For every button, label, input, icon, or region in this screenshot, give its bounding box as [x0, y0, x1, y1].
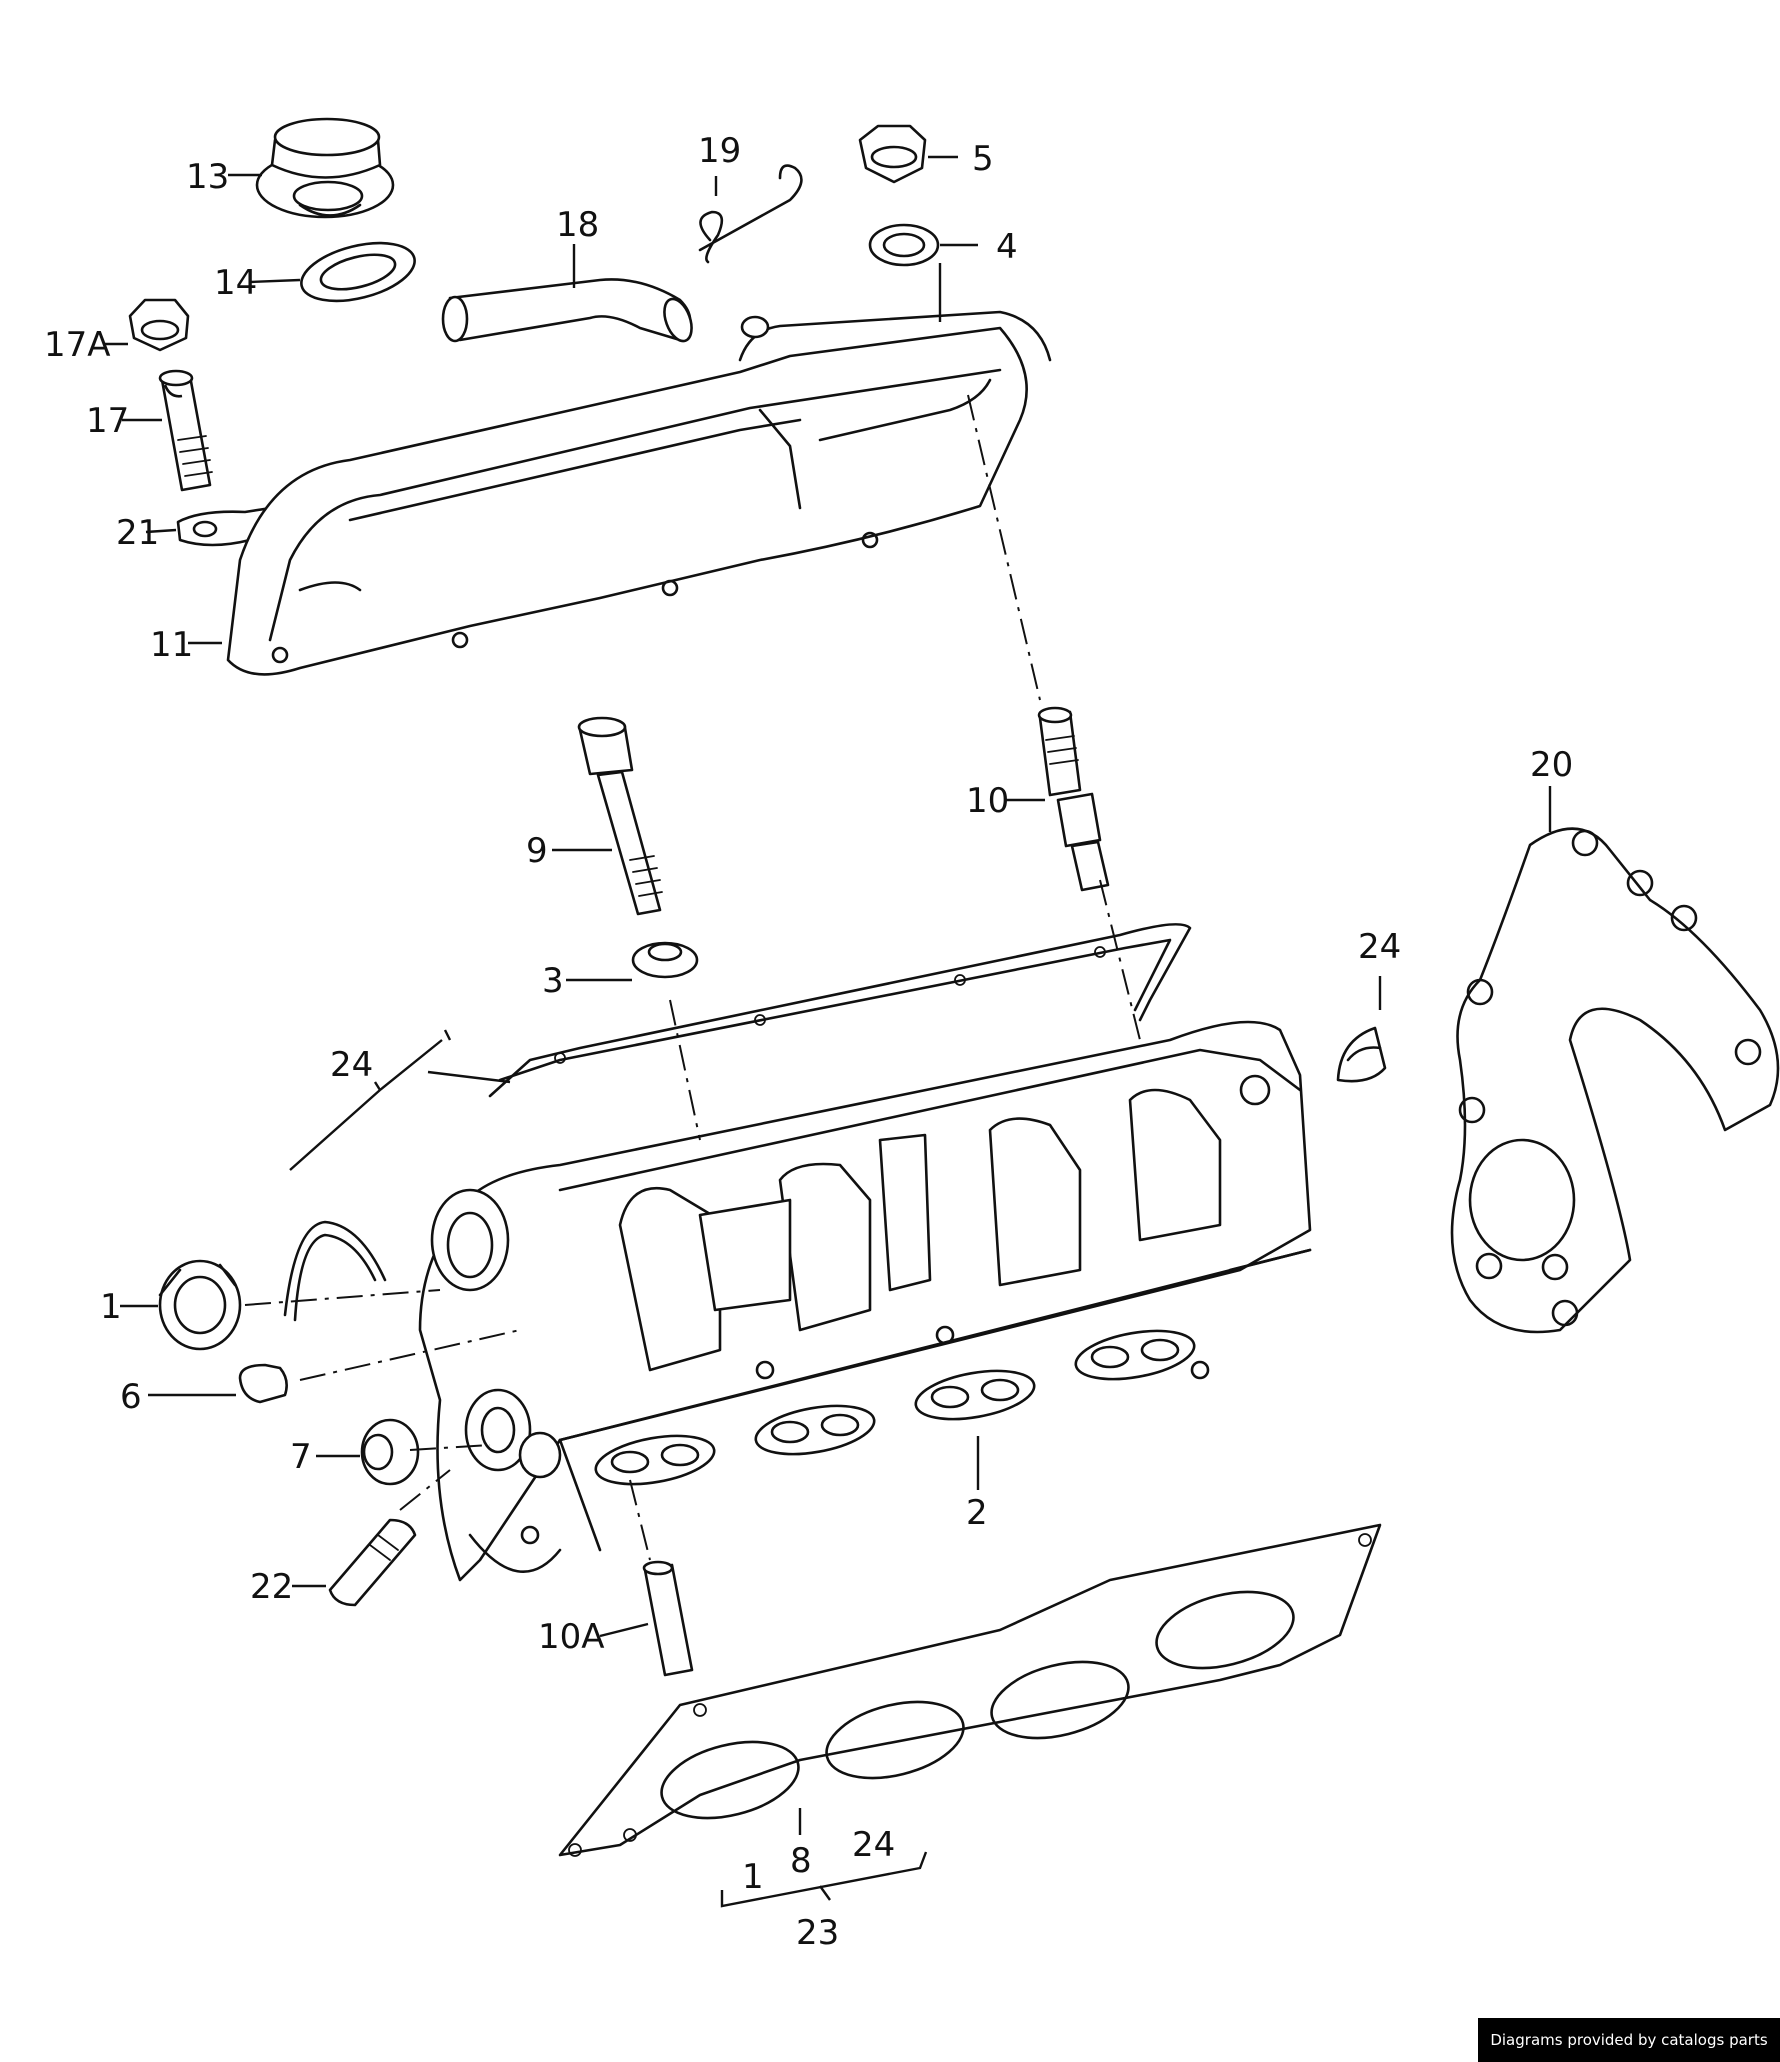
cylinder-head-part	[418, 1020, 1312, 1582]
label-6: 6	[120, 1377, 142, 1417]
leader-lines	[104, 155, 1552, 1908]
cap-nut-part	[858, 124, 927, 184]
label-24-left: 24	[330, 1045, 373, 1085]
filler-cap-seal-part	[300, 241, 416, 303]
exhaust-stud-part	[328, 1518, 417, 1607]
bolt-washer-part	[631, 941, 699, 979]
label-10: 10	[966, 781, 1009, 821]
hose-clip-part	[698, 164, 803, 264]
valve-stem-seal-part	[1336, 1026, 1387, 1083]
label-3: 3	[542, 961, 564, 1001]
stud-part	[1037, 706, 1110, 892]
oil-filler-cap-part	[255, 117, 395, 219]
label-23: 23	[796, 1913, 839, 1953]
label-7: 7	[290, 1437, 312, 1477]
label-gasket-set-8: 8	[790, 1841, 812, 1881]
label-18: 18	[556, 205, 599, 245]
label-19: 19	[698, 131, 741, 171]
breather-hose-part	[441, 278, 693, 343]
camshaft-seal-part	[158, 1259, 242, 1351]
part-labels: 13 14 17A 17 21 11 19 18 5 4 9 10 3 24 2…	[44, 131, 1573, 1953]
head-gasket-part	[558, 1523, 1382, 1857]
sealing-plug-part	[238, 1363, 288, 1404]
sealing-cap-part	[360, 1418, 420, 1486]
cover-nut-part	[128, 298, 190, 352]
dowel-sleeve-part	[642, 1560, 694, 1677]
label-9: 9	[526, 831, 548, 871]
label-13: 13	[186, 157, 229, 197]
label-21: 21	[116, 513, 159, 553]
wire-spring-part	[283, 1220, 387, 1322]
label-4: 4	[996, 227, 1018, 267]
label-gasket-set-24: 24	[852, 1825, 895, 1865]
label-22: 22	[250, 1567, 293, 1607]
label-11: 11	[150, 625, 193, 665]
cover-stud-part	[158, 369, 213, 492]
head-bolt-part	[577, 716, 663, 916]
timing-cover-gasket-part	[1450, 827, 1780, 1334]
label-14: 14	[214, 263, 257, 303]
label-24-right: 24	[1358, 927, 1401, 967]
label-17a: 17A	[44, 325, 111, 365]
valve-cover-gasket-part	[488, 923, 1192, 1098]
label-20: 20	[1530, 745, 1573, 785]
label-5: 5	[972, 139, 994, 179]
valve-cover-part	[226, 310, 1052, 676]
label-2: 2	[966, 1493, 988, 1533]
credit-footer: Diagrams provided by catalogs parts	[1478, 2018, 1780, 2062]
label-10a: 10A	[538, 1617, 605, 1657]
label-gasket-set-1: 1	[742, 1857, 764, 1897]
label-17: 17	[86, 401, 129, 441]
sealing-washer-part	[868, 223, 940, 267]
label-1: 1	[100, 1287, 122, 1327]
